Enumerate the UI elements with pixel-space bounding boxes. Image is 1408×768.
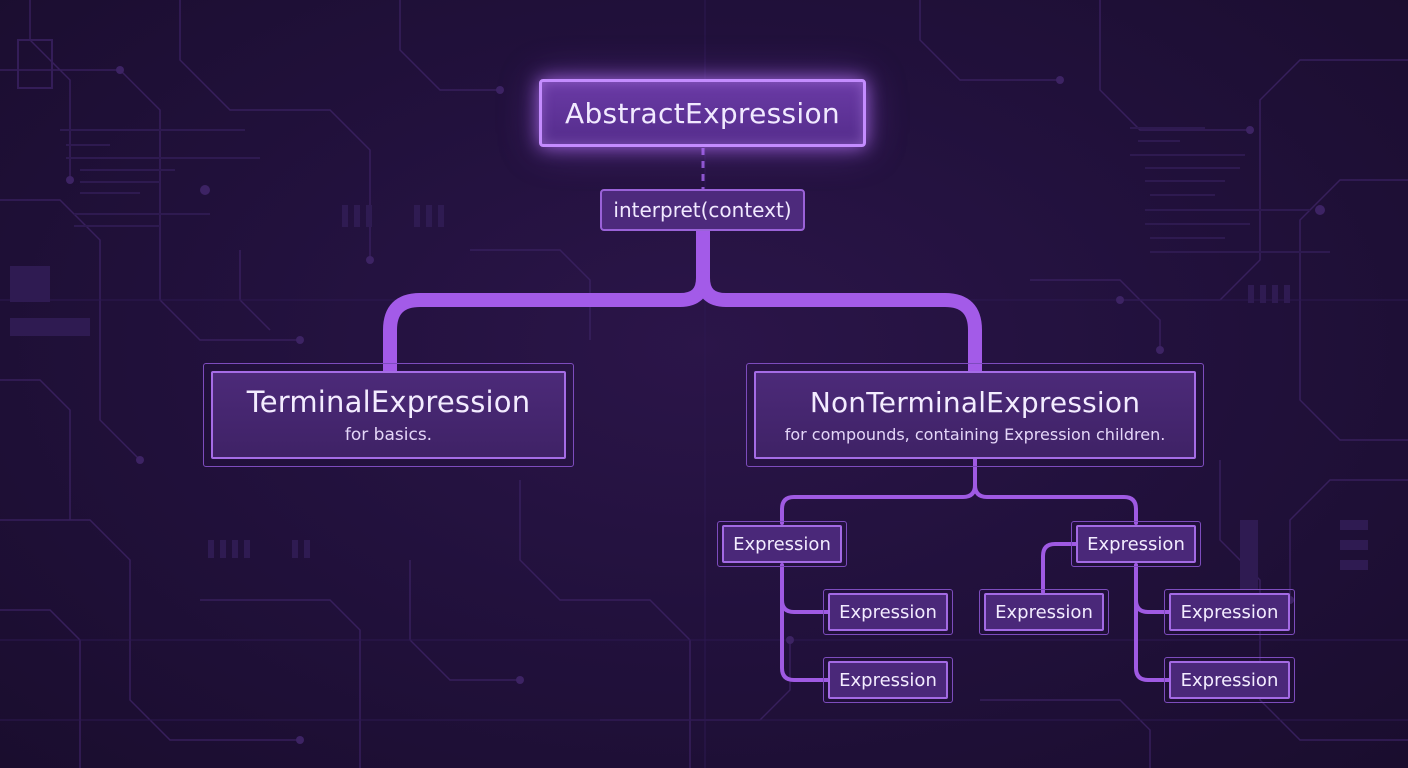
- expression-node-7: Expression: [1169, 661, 1290, 699]
- expression-node-3-frame: [823, 589, 953, 635]
- expression-node-2-frame: [1071, 521, 1201, 567]
- nonterminal-expression-title: NonTerminalExpression: [809, 386, 1141, 419]
- nonterminal-child-connectors: [780, 457, 1172, 682]
- expression-node-4: Expression: [984, 593, 1104, 631]
- expression-node-label: Expression: [1180, 669, 1279, 691]
- expression-node-label: Expression: [1087, 533, 1185, 555]
- nonterminal-expression-node: NonTerminalExpression for compounds, con…: [754, 371, 1196, 459]
- expression-node-label: Expression: [995, 601, 1093, 623]
- expression-node-6-frame: [823, 657, 953, 703]
- expression-node-6: Expression: [828, 661, 948, 699]
- terminal-expression-title: TerminalExpression: [246, 385, 531, 419]
- expression-node-1: Expression: [722, 525, 842, 563]
- nonterminal-expression-subtitle: for compounds, containing Expression chi…: [784, 425, 1166, 444]
- expression-node-7-frame: [1164, 657, 1295, 703]
- expression-node-label: Expression: [839, 601, 937, 623]
- expression-node-label: Expression: [1180, 601, 1279, 623]
- abstract-expression-label: AbstractExpression: [565, 96, 840, 130]
- interpret-method-label: interpret(context): [613, 198, 792, 222]
- expression-node-label: Expression: [839, 669, 937, 691]
- expression-node-5: Expression: [1169, 593, 1290, 631]
- terminal-expression-node: TerminalExpression for basics.: [211, 371, 566, 459]
- expression-node-3: Expression: [828, 593, 948, 631]
- expression-node-2: Expression: [1076, 525, 1196, 563]
- abstract-expression-node: AbstractExpression: [539, 79, 866, 147]
- expression-node-1-frame: [717, 521, 847, 567]
- method-to-children-connector: [383, 224, 982, 378]
- expression-node-4-frame: [979, 589, 1109, 635]
- expression-node-label: Expression: [733, 533, 831, 555]
- terminal-outer-frame: [203, 363, 574, 467]
- nonterminal-outer-frame: [746, 363, 1204, 467]
- terminal-expression-subtitle: for basics.: [344, 425, 433, 445]
- expression-node-5-frame: [1164, 589, 1295, 635]
- interpret-method-node: interpret(context): [600, 189, 805, 231]
